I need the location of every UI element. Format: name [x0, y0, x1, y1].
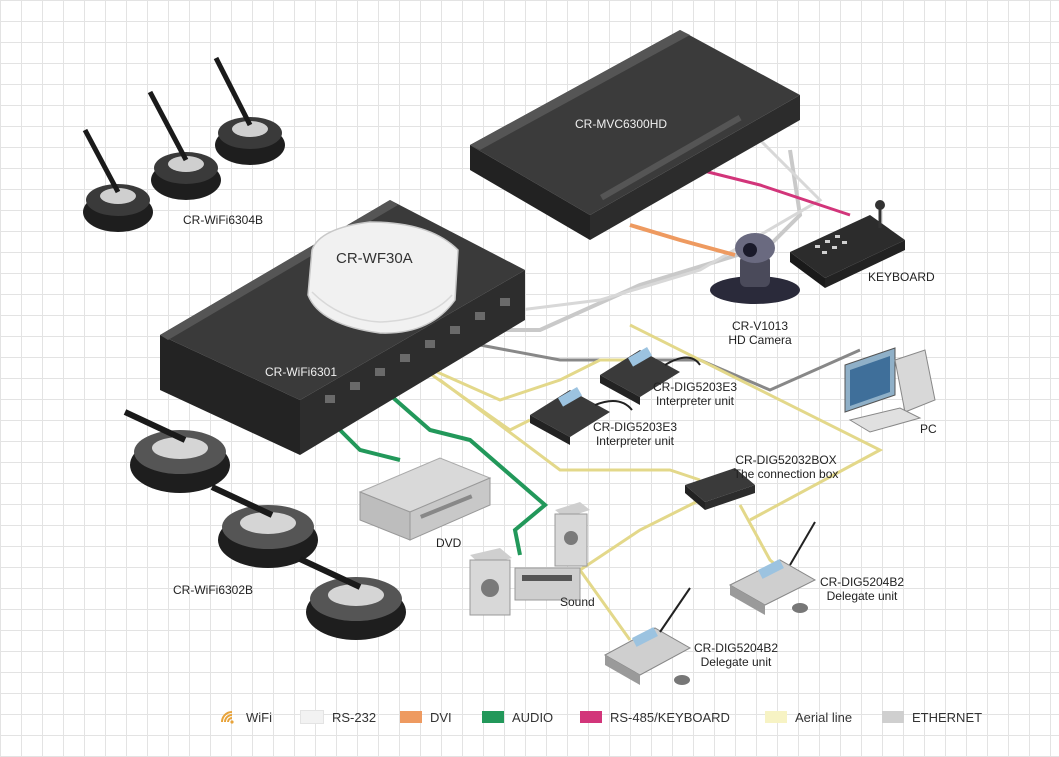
cable-aerial-5	[577, 498, 701, 641]
wifi6304b-label: CR-WiFi6304B	[183, 213, 264, 227]
legend-item-ethernet: ETHERNET	[882, 708, 982, 726]
delegate2-desc-label: Delegate unit	[700, 655, 772, 669]
delegate1-desc-label: Delegate unit	[826, 589, 898, 603]
interp1-model-label: CR-DIG5203E3	[652, 380, 738, 394]
legend-label: ETHERNET	[912, 709, 983, 725]
wifi6301-label: CR-WiFi6301	[265, 365, 338, 379]
keyboard-device	[790, 200, 905, 288]
delegate-unit-2	[603, 587, 692, 685]
wifi-icon	[221, 711, 234, 724]
interpreter-unit-2	[530, 387, 633, 445]
cable-aerial-1	[409, 358, 640, 402]
legend-label: AUDIO	[512, 709, 554, 725]
wifi6304b-mics	[82, 56, 285, 232]
dvd-label: DVD	[436, 536, 462, 550]
cable-rs232-camera	[519, 138, 823, 312]
interp2-model-label: CR-DIG5203E3	[592, 420, 678, 434]
interp2-desc-label: Interpreter unit	[595, 434, 675, 448]
cable-aerial-3	[439, 378, 701, 482]
legend-item-dvi: DVI	[400, 708, 452, 726]
mvc6300-label: CR-MVC6300HD	[575, 117, 668, 131]
sound-device	[469, 502, 590, 616]
pc-label: PC	[920, 422, 937, 436]
connection-box-device	[685, 468, 755, 510]
legend-item-aerial: Aerial line	[765, 708, 852, 726]
legend-label: Aerial line	[795, 709, 853, 725]
dvd-device	[358, 457, 492, 541]
legend-item-rs485: RS-485/KEYBOARD	[580, 708, 730, 726]
delegate2-model-label: CR-DIG5204B2	[693, 641, 779, 655]
interpreter-unit-1	[600, 346, 701, 405]
legend-item-audio: AUDIO	[482, 708, 553, 726]
camera-model-label: CR-V1013	[731, 319, 789, 333]
legend-swatch	[400, 711, 422, 723]
legend-swatch	[882, 711, 904, 723]
delegate-unit-1	[728, 521, 817, 615]
legend-label: DVI	[430, 709, 452, 725]
box-desc-label: The connection box	[733, 467, 839, 481]
legend-swatch	[765, 711, 787, 723]
interp1-desc-label: Interpreter unit	[655, 394, 735, 408]
camera-desc-label: HD Camera	[728, 333, 792, 347]
cable-audio-dvd	[338, 428, 401, 462]
cable-aerial-4	[629, 323, 884, 522]
delegate1-model-label: CR-DIG5204B2	[819, 575, 905, 589]
sound-label: Sound	[560, 595, 595, 609]
wifi6302b-label: CR-WiFi6302B	[173, 583, 254, 597]
legend-label: RS-485/KEYBOARD	[610, 709, 730, 725]
cable-rs232-mvc	[500, 149, 803, 332]
cable-dvi-camera	[629, 223, 736, 257]
mvc6300-device	[470, 30, 800, 240]
legend-label: WiFi	[246, 709, 272, 725]
legend-label: RS-232	[332, 709, 377, 725]
cable-audio-sound	[388, 393, 549, 556]
legend: WiFi RS-232 DVI AUDIO RS-485/KEYBOARD Ae…	[220, 708, 1020, 726]
box-model-label: CR-DIG52032BOX	[735, 453, 837, 467]
wf30a-access-point	[307, 221, 459, 334]
keyboard-label: KEYBOARD	[868, 270, 935, 284]
wf30a-label: CR-WF30A	[336, 250, 413, 267]
pc-device	[844, 347, 936, 433]
legend-swatch	[580, 711, 602, 723]
legend-swatch	[300, 710, 324, 724]
hd-camera-device	[710, 233, 800, 304]
wifi6302b-mics	[123, 409, 406, 640]
legend-item-rs232: RS-232	[300, 708, 376, 726]
wifi6301-ports	[325, 298, 510, 403]
legend-swatch	[482, 711, 504, 723]
legend-item-wifi: WiFi	[220, 708, 272, 726]
cable-rs485-keyboard	[699, 168, 851, 217]
